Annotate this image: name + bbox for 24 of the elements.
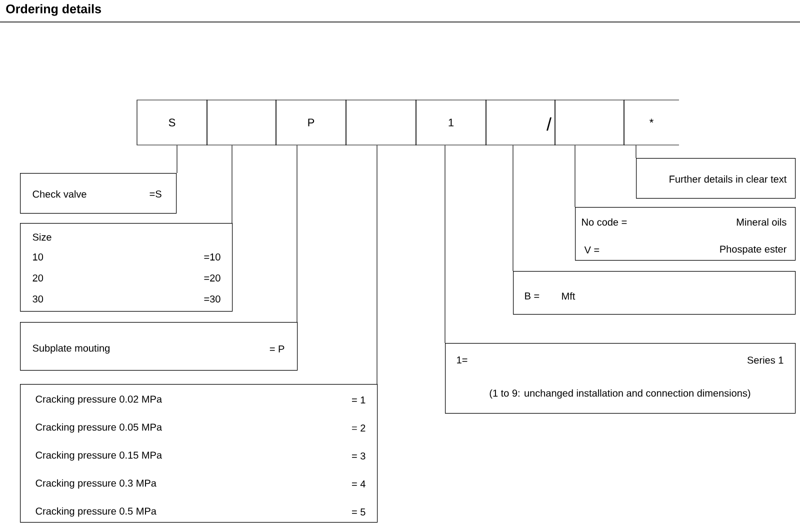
separator-slash: /	[546, 117, 552, 131]
option-box: Subplate mouting = P	[20, 322, 298, 371]
option-box: No code = Mineral oils V = Phospate ester	[575, 207, 796, 261]
code-cell: P	[276, 100, 346, 146]
option-box: B = Mft	[513, 271, 796, 315]
leader-line	[512, 145, 514, 272]
heading: Ordering details	[6, 4, 101, 16]
code-cell: *	[624, 100, 680, 146]
option-box: Cracking pressure 0.02 MPa = 1 Cracking pressure 0.05 MPa = 2 Cracking pressure 0.15 MPa = 3 Cracking pressure 0.3 MPa = 4 Cracking pressure 0.5 MPa = 5	[20, 384, 378, 523]
code-cell: 1	[416, 100, 486, 146]
leader-line	[574, 145, 576, 208]
option-box: 1= Series 1 (1 to 9: unchanged installation and connection dimensions)	[445, 343, 796, 414]
option-box: Size 10 =10 20 =20 30 =30	[20, 223, 233, 312]
leader-line	[444, 145, 446, 344]
leader-line	[296, 145, 298, 322]
code-cell	[554, 100, 624, 146]
option-box: Further details in clear text	[636, 158, 796, 199]
code-cell	[206, 100, 276, 146]
leader-line	[376, 145, 378, 384]
code-cell: S	[136, 100, 208, 146]
code-cell	[346, 100, 416, 146]
leader-line	[176, 145, 178, 174]
code-cell	[486, 100, 556, 146]
option-box: Check valve =S	[20, 173, 177, 214]
